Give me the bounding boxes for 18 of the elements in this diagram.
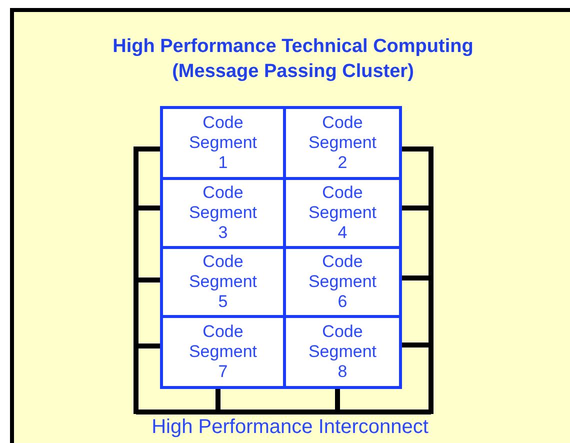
segment-label: Code Segment 6 bbox=[307, 252, 378, 312]
segment-label: Code Segment 3 bbox=[188, 183, 258, 243]
segment-label: Code Segment 5 bbox=[188, 252, 258, 312]
diagram-title: High Performance Technical Computing (Message Passing Cluster) bbox=[112, 35, 474, 84]
code-segment-box bbox=[283, 246, 402, 318]
segment-label: Code Segment 8 bbox=[307, 322, 378, 382]
code-segment-box bbox=[160, 177, 286, 249]
code-segment-box bbox=[283, 315, 402, 389]
code-segment-box bbox=[283, 177, 402, 249]
code-segment-box bbox=[283, 106, 402, 180]
segment-label: Code Segment 2 bbox=[307, 113, 378, 173]
interconnect-label: High Performance Interconnect bbox=[100, 414, 480, 441]
segment-label: Code Segment 4 bbox=[307, 183, 378, 243]
segment-label: Code Segment 7 bbox=[188, 322, 258, 382]
code-segment-box bbox=[160, 246, 286, 318]
code-segment-box bbox=[160, 106, 286, 180]
code-segment-box bbox=[160, 315, 286, 389]
segment-label: Code Segment 1 bbox=[188, 113, 258, 173]
